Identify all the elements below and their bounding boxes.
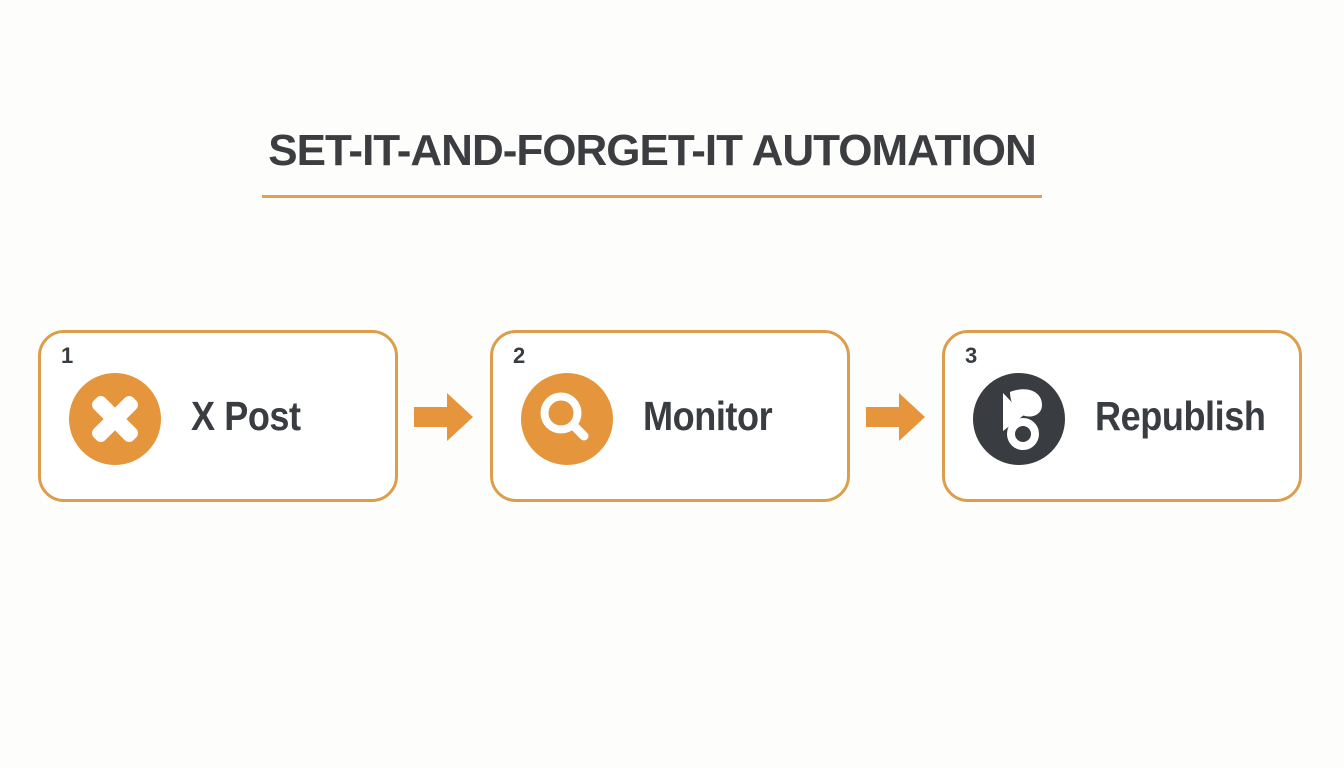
step-number: 2 [513, 343, 526, 368]
step-number: 3 [965, 343, 978, 368]
right-arrow-icon [414, 393, 473, 441]
page-title: SET-IT-AND-FORGET-IT AUTOMATION [268, 126, 1036, 175]
x-post-icon [69, 373, 161, 465]
title-underline [262, 195, 1042, 198]
right-arrow-icon [866, 393, 925, 441]
magnifier-icon [521, 373, 613, 465]
step-number: 1 [61, 343, 74, 368]
republish-logo-icon [973, 373, 1065, 465]
step-label: X Post [191, 392, 301, 439]
step-label: Republish [1095, 392, 1266, 439]
step-box-monitor: 2 Monitor [490, 330, 850, 502]
step-label: Monitor [643, 392, 773, 439]
step-box-x-post: 1 X Post [38, 330, 398, 502]
step-box-republish: 3 Republish [942, 330, 1302, 502]
